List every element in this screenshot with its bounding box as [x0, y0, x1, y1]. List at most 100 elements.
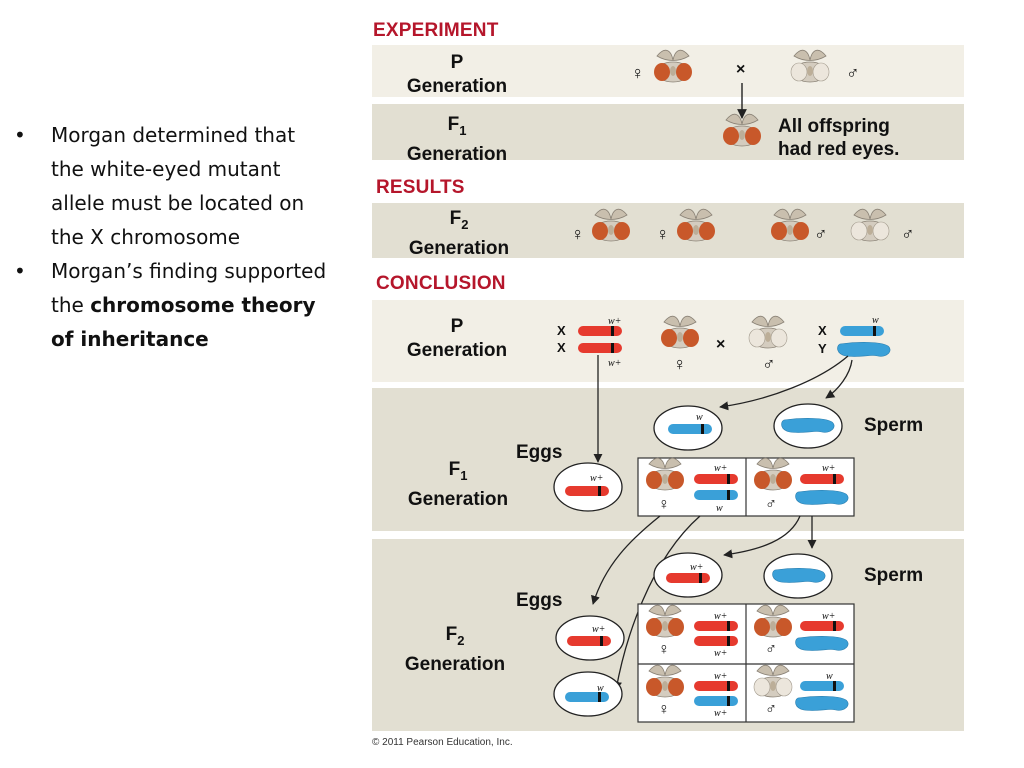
egg-x-w: w: [553, 671, 623, 717]
male-symbol: ♂: [901, 224, 915, 244]
p-white-male-fly: [748, 315, 788, 349]
gen-word: Generation: [406, 340, 508, 361]
gen-word: Generation: [406, 143, 508, 165]
offspring-note: All offspring had red eyes.: [778, 115, 899, 161]
svg-text:w+: w+: [714, 708, 727, 719]
male-symbol: ♂: [814, 224, 828, 244]
gen-word: Generation: [407, 488, 509, 510]
svg-text:Y: Y: [818, 341, 827, 356]
female-symbol: ♀: [673, 354, 687, 374]
experiment-f1-band: [372, 104, 964, 160]
svg-text:w+: w+: [822, 463, 835, 474]
female-symbol: ♀: [656, 224, 670, 244]
svg-text:w+: w+: [590, 473, 603, 484]
gen-word: Generation: [408, 237, 510, 259]
sperm-x-wplus: w+: [653, 552, 723, 598]
gen-word: Generation: [404, 653, 506, 675]
f1-punnett-square: ♀ w+ w ♂ w+: [637, 457, 855, 517]
svg-text:♀: ♀: [658, 701, 670, 718]
p-female-chromosomes: X X w+ w+: [557, 316, 622, 369]
sperm-label-f1: Sperm: [864, 415, 924, 436]
svg-text:w+: w+: [714, 671, 727, 682]
generation-label-exp-p: P Generation: [382, 51, 532, 99]
gen-letter: F1: [448, 459, 468, 483]
svg-text:♂: ♂: [765, 701, 777, 718]
eggs-label-f2: Eggs: [516, 590, 563, 611]
svg-text:w: w: [696, 412, 703, 423]
bullet-dot: •: [14, 123, 26, 147]
generation-label-res-f2: F2 Generation: [384, 207, 534, 261]
svg-text:♂: ♂: [765, 496, 777, 513]
f2-red-female-fly: [591, 208, 631, 242]
offspring-line-1: All offspring: [778, 116, 890, 137]
svg-text:X: X: [557, 340, 566, 355]
f2-punnett-square: ♀ w+ w+ ♂ w+ ♀ w+ w+ ♂ w: [637, 603, 855, 723]
generation-label-con-f1: F1 Generation: [383, 458, 533, 512]
white-eyed-male-fly: [790, 49, 830, 83]
bullet-list: • Morgan determined that the white-eyed …: [8, 118, 333, 356]
svg-text:w+: w+: [822, 611, 835, 622]
generation-label-con-f2: F2 Generation: [380, 623, 530, 677]
f2-red-female-fly: [676, 208, 716, 242]
sperm-x-w: w: [653, 405, 723, 451]
svg-text:w+: w+: [608, 358, 621, 369]
svg-text:♀: ♀: [658, 496, 670, 513]
gen-letter: P: [450, 52, 464, 73]
cross-symbol: ×: [736, 61, 745, 78]
sperm-y: [773, 403, 843, 449]
red-eyed-female-fly: [653, 49, 693, 83]
egg-x-wplus: w+: [555, 615, 625, 661]
svg-text:w+: w+: [592, 624, 605, 635]
gen-letter: F2: [445, 624, 465, 648]
offspring-line-2: had red eyes.: [778, 139, 900, 160]
bullet-dot: •: [14, 259, 26, 283]
svg-text:w+: w+: [714, 611, 727, 622]
generation-label-con-p: P Generation: [382, 315, 532, 363]
gen-word: Generation: [406, 76, 508, 97]
arrow-to-sperm-x: [719, 355, 849, 411]
bullet-text-1: Morgan determined that the white-eyed mu…: [51, 123, 305, 249]
generation-label-exp-f1: F1 Generation: [382, 113, 532, 167]
male-symbol: ♂: [846, 63, 860, 83]
bullet-bold-2: chromosome theory of inheritance: [51, 293, 316, 351]
svg-text:w+: w+: [690, 562, 703, 573]
f1-offspring-fly: [722, 113, 762, 147]
svg-text:w+: w+: [714, 463, 727, 474]
f2-red-male-fly: [770, 208, 810, 242]
svg-text:w: w: [826, 671, 833, 682]
egg-x-wplus: w+: [553, 462, 623, 512]
female-symbol: ♀: [631, 63, 645, 83]
svg-text:w: w: [597, 683, 604, 694]
svg-text:w: w: [716, 503, 723, 514]
copyright-notice: © 2011 Pearson Education, Inc.: [372, 737, 513, 748]
f2-white-male-fly: [850, 208, 890, 242]
arrow-to-egg-f2-b: [612, 515, 701, 691]
arrow-to-sperm-y: [825, 359, 853, 399]
svg-text:w: w: [872, 315, 879, 326]
bullet-item-2: • Morgan’s finding supported the chromos…: [8, 254, 333, 356]
arrow-to-egg-f2-a: [591, 515, 661, 605]
sperm-y: [763, 553, 833, 599]
female-symbol: ♀: [571, 224, 585, 244]
sperm-label-f2: Sperm: [864, 565, 924, 586]
bullet-text-2: Morgan’s finding supported the: [51, 259, 327, 317]
conclusion-heading: CONCLUSION: [376, 273, 506, 294]
gen-letter: F1: [447, 114, 467, 138]
experiment-heading: EXPERIMENT: [373, 20, 499, 41]
male-symbol: ♂: [762, 354, 776, 374]
arrow-to-sperm-f2-a: [723, 515, 801, 559]
eggs-label-f1: Eggs: [516, 442, 563, 463]
results-heading: RESULTS: [376, 177, 465, 198]
svg-text:♀: ♀: [658, 641, 670, 658]
svg-text:♂: ♂: [765, 641, 777, 658]
gen-letter: F2: [449, 208, 469, 232]
cross-symbol: ×: [716, 336, 725, 353]
svg-text:X: X: [818, 323, 827, 338]
svg-text:w+: w+: [714, 648, 727, 659]
svg-text:w+: w+: [608, 316, 621, 327]
p-male-chromosomes: X Y w: [818, 315, 891, 357]
bullet-item-1: • Morgan determined that the white-eyed …: [8, 118, 333, 254]
gen-letter: P: [450, 316, 464, 337]
p-red-female-fly: [660, 315, 700, 349]
